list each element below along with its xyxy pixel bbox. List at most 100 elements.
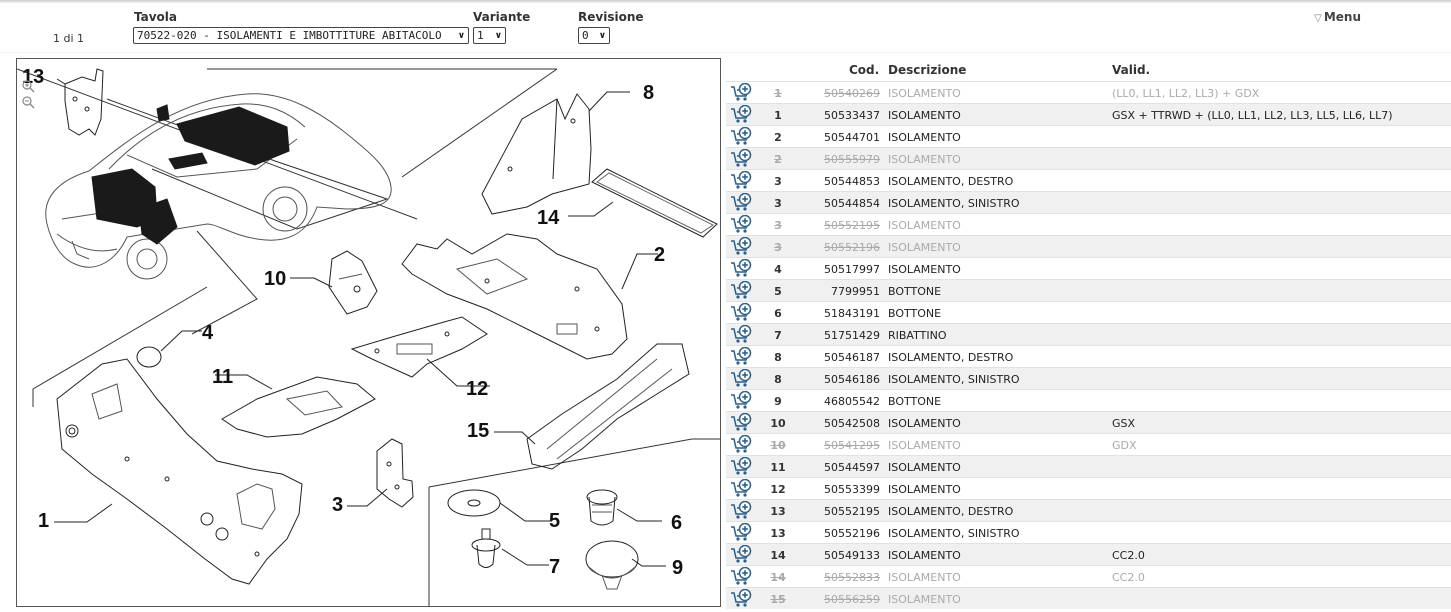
- tavola-select[interactable]: 70522-020 - ISOLAMENTI E IMBOTTITURE ABI…: [133, 27, 469, 44]
- zoom-in-button[interactable]: [21, 79, 35, 93]
- row-number: 1: [774, 109, 782, 122]
- row-number: 7: [774, 329, 782, 342]
- row-number: 13: [770, 527, 786, 540]
- add-to-cart-icon[interactable]: [730, 456, 752, 477]
- row-description: ISOLAMENTO: [888, 549, 961, 562]
- column-descrizione: Descrizione: [888, 63, 967, 77]
- add-to-cart-icon[interactable]: [730, 258, 752, 279]
- add-to-cart-icon[interactable]: [730, 566, 752, 587]
- row-description: ISOLAMENTO: [888, 571, 961, 584]
- add-to-cart-icon[interactable]: [730, 544, 752, 565]
- exploded-view-svg: 13 8 14 2 10 4 11 12 15 1 3 5 6 7 9: [17, 66, 720, 606]
- callout-7: 7: [549, 556, 560, 578]
- zoom-out-button[interactable]: [21, 95, 35, 109]
- pager: 1 di 1: [53, 32, 85, 45]
- row-part-code: 50552196: [824, 527, 880, 540]
- part-12: [350, 316, 488, 378]
- row-part-code: 50541295: [824, 439, 880, 452]
- part-15: [526, 343, 690, 470]
- variante-select-value: 1: [477, 29, 484, 42]
- add-to-cart-icon[interactable]: [730, 148, 752, 169]
- add-to-cart-icon[interactable]: [730, 126, 752, 147]
- top-strip: [0, 0, 1451, 3]
- row-number: 3: [774, 175, 782, 188]
- row-description: ISOLAMENTO, SINISTRO: [888, 373, 1020, 386]
- row-part-code: 50555979: [824, 153, 880, 166]
- callout-1: 1: [38, 510, 49, 532]
- row-number: 2: [774, 153, 782, 166]
- callout-2: 2: [654, 244, 665, 266]
- row-validity: GSX + TTRWD + (LL0, LL1, LL2, LL3, LL5, …: [1112, 109, 1393, 122]
- row-part-code: 50544854: [824, 197, 880, 210]
- row-part-code: 50544701: [824, 131, 880, 144]
- add-to-cart-icon[interactable]: [730, 170, 752, 191]
- row-number: 6: [774, 307, 782, 320]
- part-4: [136, 346, 162, 368]
- part-9: [585, 540, 639, 590]
- page-header: 1 di 1 Tavola 70522-020 - ISOLAMENTI E I…: [0, 8, 1451, 52]
- part-3: [376, 438, 414, 508]
- part-8: [481, 93, 592, 215]
- add-to-cart-icon[interactable]: [730, 192, 752, 213]
- row-number: 4: [774, 263, 782, 276]
- add-to-cart-icon[interactable]: [730, 104, 752, 125]
- add-to-cart-icon[interactable]: [730, 302, 752, 323]
- row-description: ISOLAMENTO: [888, 109, 961, 122]
- add-to-cart-icon[interactable]: [730, 412, 752, 433]
- add-to-cart-icon[interactable]: [730, 214, 752, 235]
- row-description: ISOLAMENTO: [888, 439, 961, 452]
- add-to-cart-icon[interactable]: [730, 368, 752, 389]
- add-to-cart-icon[interactable]: [730, 500, 752, 521]
- add-to-cart-icon[interactable]: [730, 522, 752, 543]
- menu-label: Menu: [1323, 10, 1361, 24]
- add-to-cart-icon[interactable]: [730, 478, 752, 499]
- add-to-cart-icon[interactable]: [730, 236, 752, 257]
- variante-select[interactable]: 1 ∨: [473, 27, 506, 44]
- add-to-cart-icon[interactable]: [730, 588, 752, 609]
- row-number: 8: [774, 351, 782, 364]
- add-to-cart-icon[interactable]: [730, 324, 752, 345]
- callout-13: 13: [22, 66, 44, 88]
- callout-4: 4: [202, 322, 214, 344]
- car-outline: [45, 93, 392, 280]
- menu-button[interactable]: ▽Menu: [1314, 10, 1361, 24]
- row-number: 3: [774, 219, 782, 232]
- add-to-cart-icon[interactable]: [730, 82, 752, 103]
- add-to-cart-icon[interactable]: [730, 280, 752, 301]
- add-to-cart-icon[interactable]: [730, 346, 752, 367]
- revisione-select[interactable]: 0 ∨: [578, 27, 610, 44]
- row-description: BOTTONE: [888, 307, 942, 320]
- add-to-cart-icon[interactable]: [730, 390, 752, 411]
- row-validity: CC2.0: [1112, 549, 1145, 562]
- add-to-cart-icon[interactable]: [730, 434, 752, 455]
- row-number: 3: [774, 197, 782, 210]
- row-number: 12: [770, 483, 786, 496]
- row-part-code: 50552195: [824, 505, 880, 518]
- parts-drawing[interactable]: 13 8 14 2 10 4 11 12 15 1 3 5 6 7 9: [16, 58, 721, 607]
